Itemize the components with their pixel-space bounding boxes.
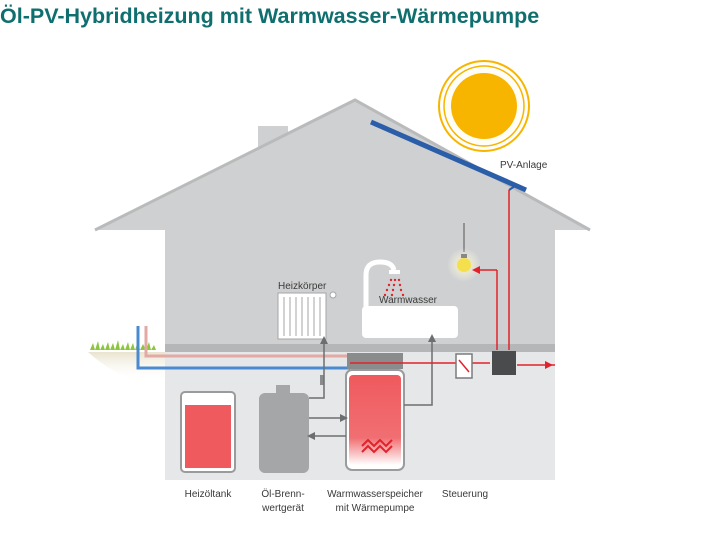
sun-icon [432, 54, 536, 158]
supply-pipes [136, 326, 350, 370]
label-heizoeltank: Heizöltank [185, 489, 233, 500]
bathtub-icon [362, 259, 458, 338]
ground [88, 340, 165, 382]
radiator-icon [277, 291, 337, 340]
oil-boiler [259, 375, 324, 473]
heating-pipes [309, 340, 433, 437]
label-warmwasser: Warmwasser [379, 295, 438, 306]
page-title: Öl-PV-Hybridheizung mit Warmwasser-Wärme… [0, 4, 540, 28]
label-pv-anlage: PV-Anlage [500, 160, 548, 171]
label-storage-line1: Warmwasserspeicher [327, 489, 423, 500]
shower-spray [383, 278, 405, 297]
floor-slab [165, 344, 555, 352]
label-steuerung: Steuerung [442, 489, 488, 500]
pv-inverter [492, 351, 516, 375]
label-boiler-line1: Öl-Brenn- [261, 488, 304, 500]
label-boiler-line2: wertgerät [261, 503, 304, 514]
light-bulb-icon [447, 223, 481, 282]
storage-tank [345, 353, 405, 471]
flow-arrows [307, 334, 436, 440]
label-storage-line2: mit Wärmepumpe [336, 503, 415, 514]
oil-tank [180, 391, 236, 473]
power-arrows [472, 266, 553, 369]
pv-panel [369, 119, 528, 193]
control-unit [455, 353, 473, 379]
label-heizkoerper: Heizkörper [278, 281, 327, 292]
house [94, 98, 591, 345]
